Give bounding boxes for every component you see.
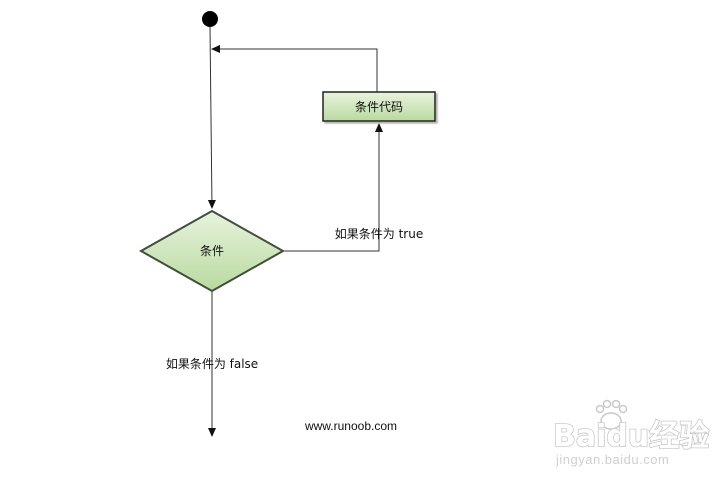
false-branch-label: 如果条件为 false	[166, 356, 258, 371]
conditional-code-label: 条件代码	[355, 100, 403, 114]
site-url: www.runoob.com	[304, 419, 397, 433]
condition-node	[138, 209, 286, 293]
conditional-code-node	[322, 91, 436, 122]
paw-icon	[595, 399, 628, 430]
edge-true-branch	[283, 123, 383, 252]
condition-label: 条件	[200, 244, 224, 258]
baidu-watermark: Baidu经验 jingyan.baidu.com	[552, 399, 710, 467]
watermark-url: jingyan.baidu.com	[555, 452, 669, 467]
start-node	[202, 11, 218, 27]
true-branch-label: 如果条件为 true	[335, 226, 423, 241]
edge-start-to-condition	[207, 26, 216, 209]
watermark-brand: Baidu经验	[553, 419, 709, 454]
edge-loop-back	[211, 45, 378, 92]
